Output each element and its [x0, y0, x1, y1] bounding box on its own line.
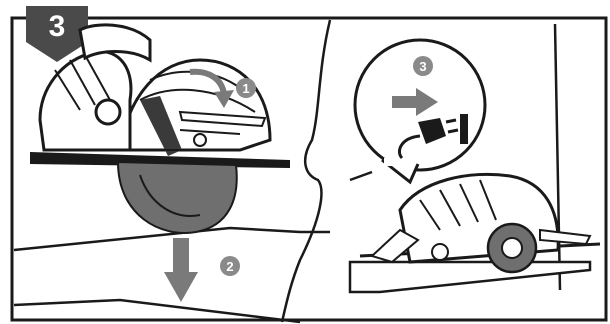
callout-1-label: 1	[242, 81, 249, 96]
wall-socket-icon	[460, 114, 468, 144]
step-number: 3	[49, 10, 66, 43]
callout-2: 2	[220, 256, 240, 276]
callout-2-label: 2	[226, 259, 233, 274]
circular-saw-icon	[350, 174, 600, 292]
circular-saw-icon	[30, 25, 290, 233]
callout-1: 1	[236, 78, 256, 98]
step-badge: 3	[26, 6, 88, 62]
arrow-down-icon	[164, 238, 198, 302]
callout-3-label: 3	[419, 59, 426, 74]
callout-3: 3	[413, 56, 433, 76]
